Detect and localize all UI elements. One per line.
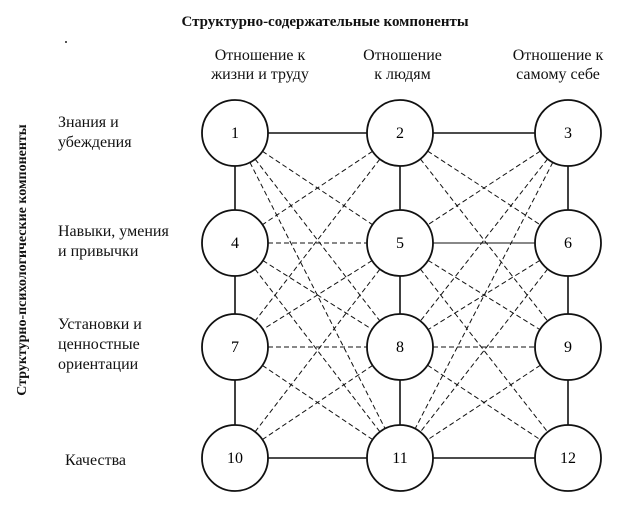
node-circle-10 bbox=[201, 424, 269, 492]
top-title: Структурно-содержательные компоненты bbox=[181, 14, 469, 30]
node-circle-2 bbox=[366, 99, 434, 167]
row-header-line: Знания и bbox=[58, 114, 119, 131]
node-label-5: 5 bbox=[396, 235, 404, 252]
node-label-6: 6 bbox=[564, 235, 572, 252]
dashed-link-3-8 bbox=[419, 158, 549, 322]
dashed-link-4-11 bbox=[254, 268, 381, 433]
row-header-line: и привычки bbox=[58, 243, 139, 260]
node-label-4: 4 bbox=[231, 235, 239, 252]
dashed-link-6-8 bbox=[427, 259, 541, 331]
node-circle-5 bbox=[366, 209, 434, 277]
node-label-11: 11 bbox=[392, 450, 407, 467]
dashed-link-6-11 bbox=[419, 268, 549, 433]
column-header-self: Отношение к самому себе bbox=[498, 46, 618, 84]
dashed-link-2-9 bbox=[419, 158, 549, 322]
node-circle-7 bbox=[201, 313, 269, 381]
dashed-link-2-4 bbox=[262, 150, 373, 226]
column-header-people: Отношение к людям bbox=[345, 46, 460, 84]
column-header-line: Отношение bbox=[363, 47, 442, 64]
row-header-attitudes: Установки и ценностные ориентации bbox=[58, 315, 142, 375]
node-label-1: 1 bbox=[231, 125, 239, 142]
dashed-link-9-11 bbox=[427, 364, 541, 441]
row-header-line: убеждения bbox=[58, 134, 132, 151]
node-circle-6 bbox=[534, 209, 602, 277]
node-circle-1 bbox=[201, 99, 269, 167]
column-header-line: к людям bbox=[374, 66, 431, 83]
node-label-10: 10 bbox=[227, 450, 243, 467]
row-header-line: Качества bbox=[65, 452, 127, 469]
dashed-link-3-11 bbox=[414, 162, 554, 429]
node-circle-12 bbox=[534, 424, 602, 492]
row-header-line: ценностные bbox=[58, 336, 140, 353]
column-header-life-work: Отношение к жизни и труду bbox=[190, 46, 330, 84]
node-label-12: 12 bbox=[560, 450, 576, 467]
column-header-line: жизни и труду bbox=[211, 66, 309, 83]
dashed-link-2-7 bbox=[254, 158, 381, 322]
column-header-line: Отношение к bbox=[214, 47, 306, 64]
node-label-8: 8 bbox=[396, 339, 404, 356]
row-header-line: ориентации bbox=[58, 356, 139, 373]
node-label-9: 9 bbox=[564, 339, 572, 356]
dashed-link-8-10 bbox=[262, 365, 373, 440]
node-circle-8 bbox=[366, 313, 434, 381]
dashed-link-5-12 bbox=[419, 268, 549, 433]
row-header-knowledge: Знания и убеждения bbox=[58, 113, 132, 153]
node-label-3: 3 bbox=[564, 125, 572, 142]
row-header-line: Навыки, умения bbox=[58, 223, 169, 240]
dashed-link-5-7 bbox=[262, 260, 373, 330]
node-circle-9 bbox=[534, 313, 602, 381]
row-header-qualities: Качества bbox=[65, 451, 126, 471]
row-header-skills: Навыки, умения и привычки bbox=[58, 222, 169, 262]
column-header-line: самому себе bbox=[516, 66, 600, 83]
dashed-link-3-5 bbox=[427, 150, 541, 226]
node-circle-3 bbox=[534, 99, 602, 167]
dashed-link-1-11 bbox=[249, 162, 386, 429]
node-circle-11 bbox=[366, 424, 434, 492]
dashed-link-5-10 bbox=[254, 268, 381, 433]
node-label-2: 2 bbox=[396, 125, 404, 142]
column-header-line: Отношение к bbox=[512, 47, 604, 64]
node-label-7: 7 bbox=[231, 339, 239, 356]
row-header-line: Установки и bbox=[58, 316, 142, 333]
node-circle-4 bbox=[201, 209, 269, 277]
speck bbox=[65, 41, 67, 43]
dashed-link-1-8 bbox=[254, 158, 381, 322]
